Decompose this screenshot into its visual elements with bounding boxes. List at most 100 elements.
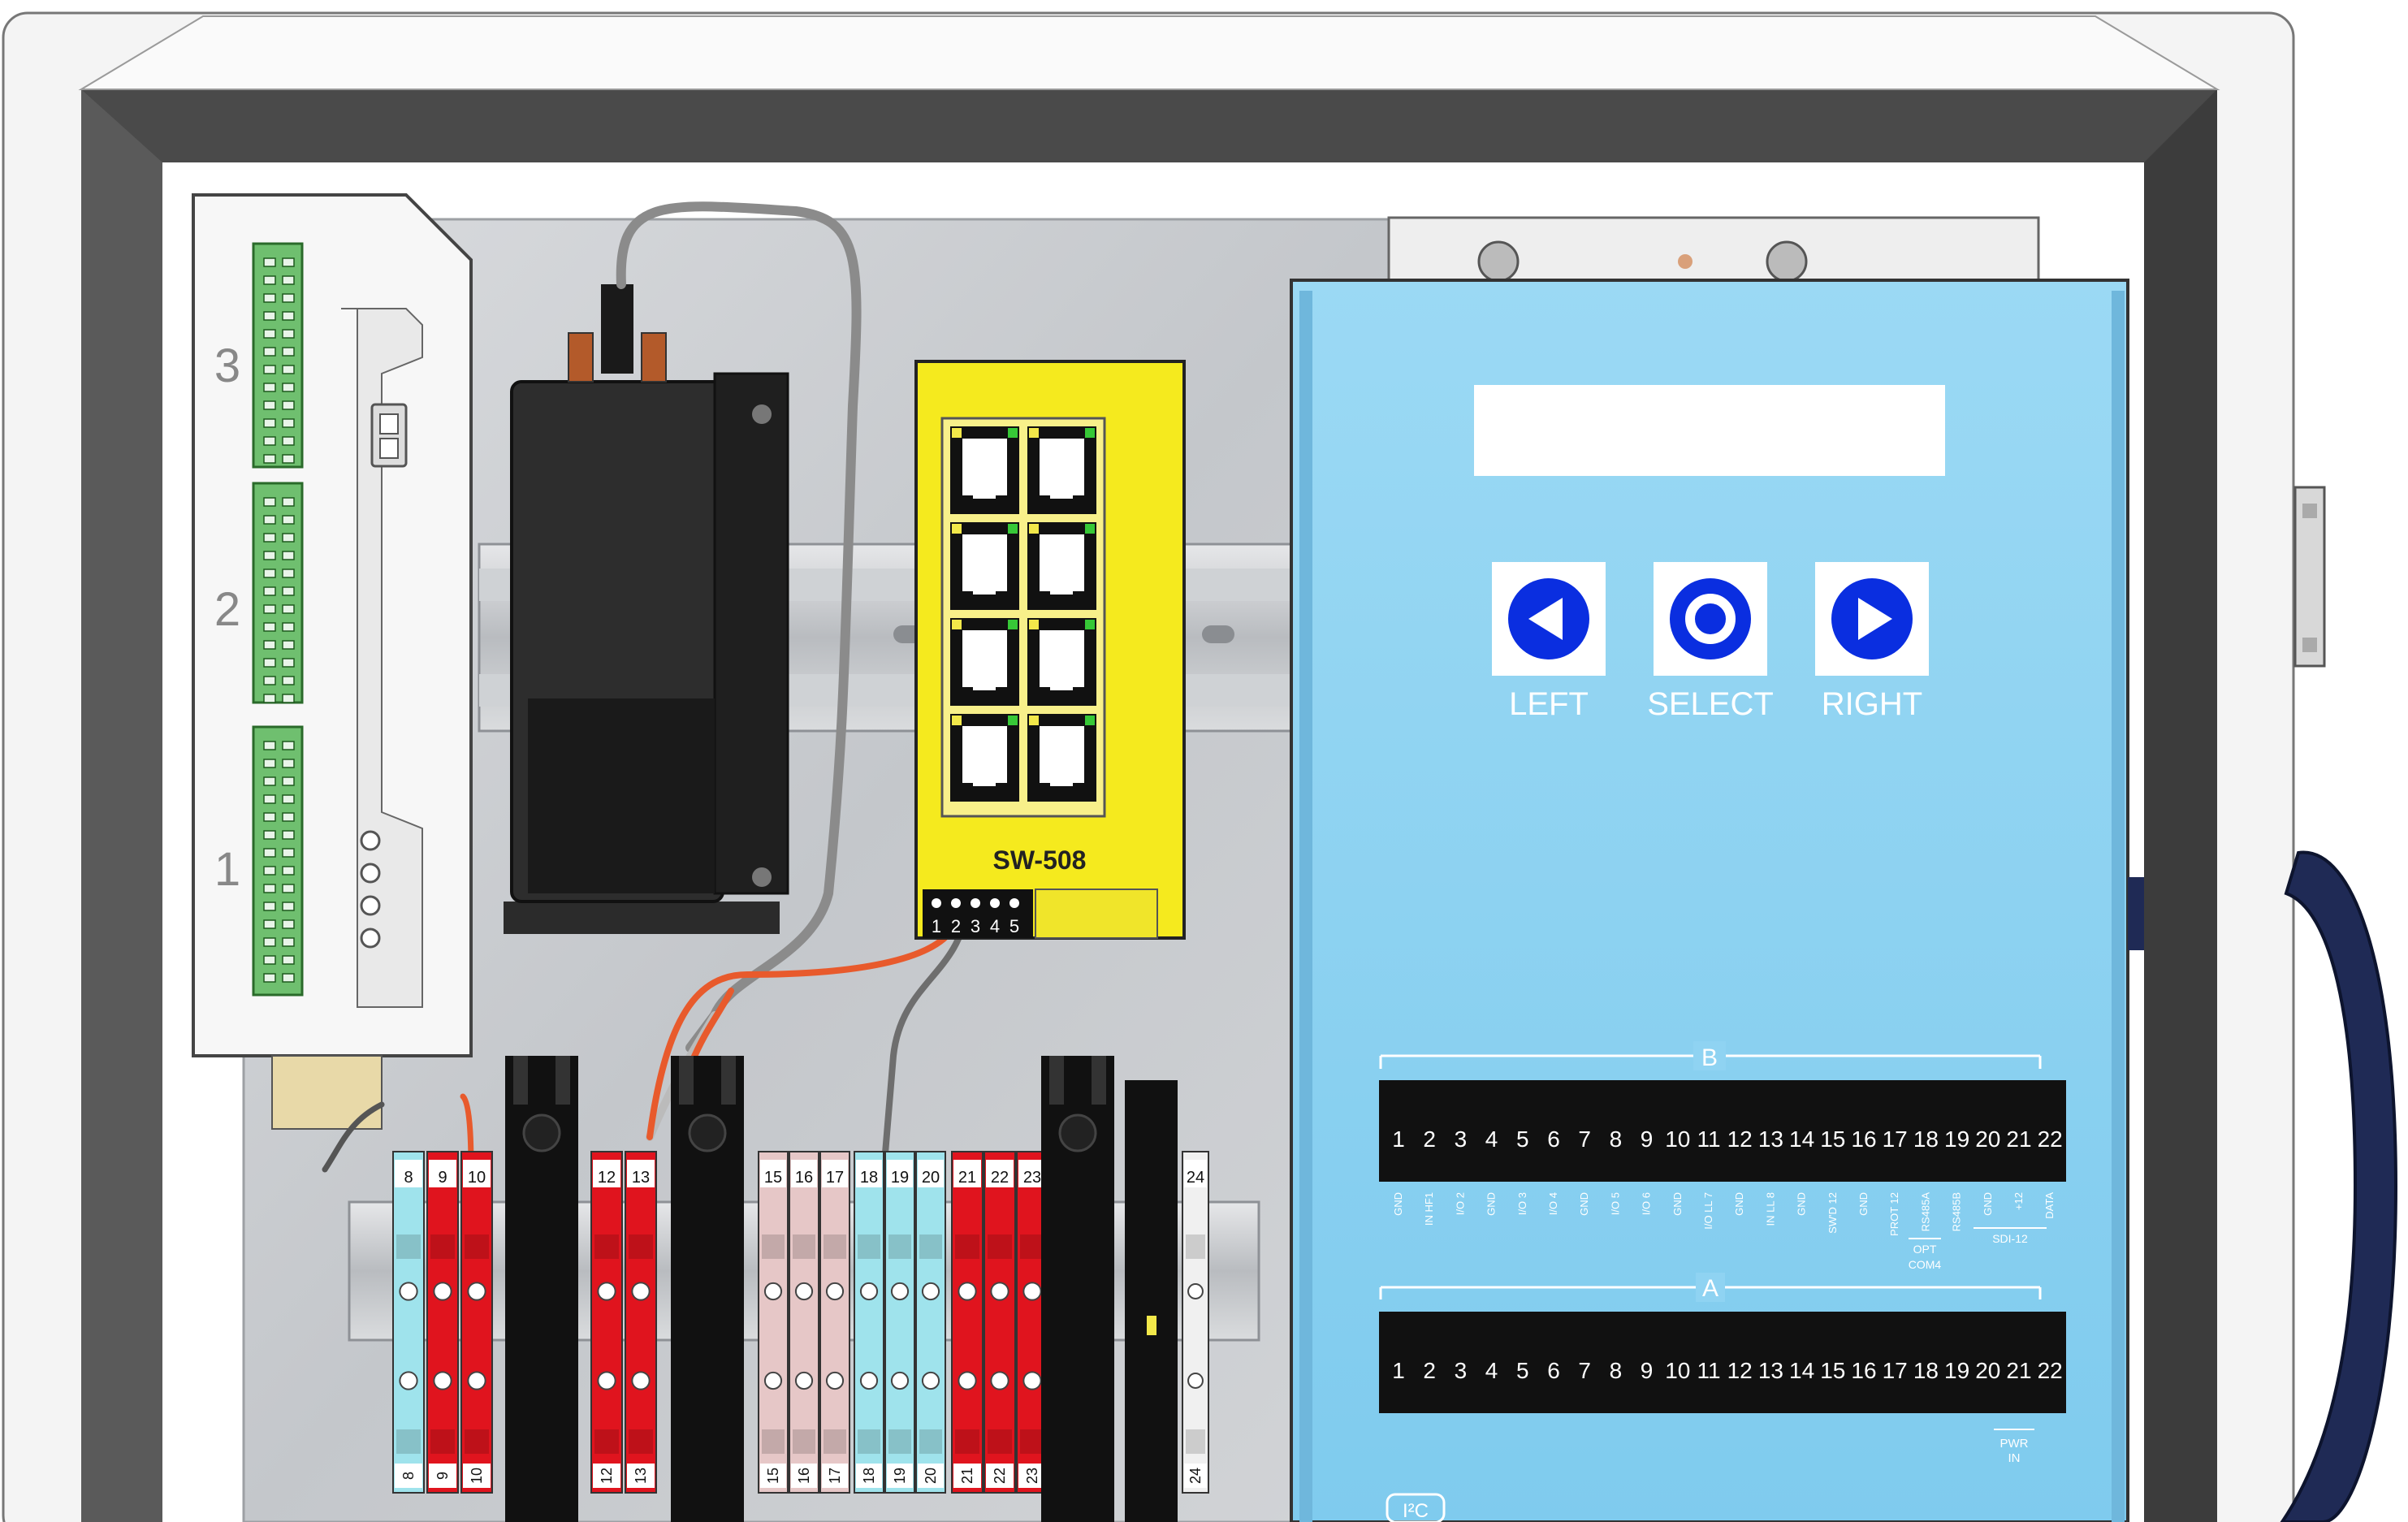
terminal-slot (263, 794, 276, 804)
terminal-slot (282, 741, 295, 750)
pin-label: I/O LL 7 (1702, 1192, 1714, 1230)
pin-number: 10 (1665, 1126, 1690, 1152)
pin-label: I/O 4 (1547, 1192, 1559, 1215)
terminal-slot (263, 866, 276, 876)
terminal-slot (282, 329, 295, 339)
dip-switch[interactable] (951, 898, 961, 908)
rj45-port[interactable] (950, 426, 1019, 514)
rj45-port[interactable] (950, 714, 1019, 802)
left-button[interactable] (1492, 562, 1606, 676)
terminal-number: 9 (434, 1472, 451, 1480)
rj45-port[interactable] (950, 618, 1019, 706)
terminal-slot (263, 311, 276, 321)
port-led (1029, 620, 1039, 629)
dip-switch[interactable] (932, 898, 941, 908)
rj45-ports (950, 426, 1096, 802)
dip-switch[interactable] (971, 898, 980, 908)
pin-label: I/O 2 (1454, 1192, 1466, 1215)
terminal-slot (282, 676, 295, 685)
terminal-number: 20 (923, 1468, 939, 1484)
dip-switch[interactable] (1009, 898, 1019, 908)
pin-number: 4 (1485, 1126, 1498, 1152)
pin-number: 4 (1485, 1358, 1498, 1383)
terminal-number: 13 (632, 1169, 650, 1187)
terminal-slot (263, 741, 276, 750)
terminal-slot (282, 515, 295, 525)
switch-model-label: SW-508 (993, 845, 1087, 875)
terminal-slot (263, 604, 276, 614)
pin-number: 22 (2038, 1358, 2063, 1383)
pin-number: 5 (1516, 1358, 1529, 1383)
dip-switch-block[interactable] (923, 889, 1033, 938)
pin-label: PROT 12 (1888, 1192, 1900, 1236)
rj45-port[interactable] (1027, 426, 1096, 514)
dip-switch-label: 3 (971, 916, 980, 936)
right-button[interactable] (1815, 562, 1929, 676)
pin-number: 21 (2006, 1126, 2031, 1152)
fuse-holder[interactable] (1125, 1080, 1178, 1522)
dip-switch[interactable] (990, 898, 1000, 908)
pin-number: 8 (1610, 1358, 1623, 1383)
module-number-2: 2 (214, 583, 240, 636)
rj45-port[interactable] (1027, 522, 1096, 610)
terminal-slot (282, 848, 295, 858)
terminal-number: 17 (826, 1169, 844, 1187)
pin-number: 19 (1944, 1126, 1969, 1152)
terminal-slot (263, 329, 276, 339)
rj45-port[interactable] (1027, 714, 1096, 802)
terminal-slot (282, 919, 295, 929)
rj45-port[interactable] (950, 522, 1019, 610)
module-number-3: 3 (214, 339, 240, 392)
terminal-block[interactable]: 99 (426, 1151, 459, 1494)
terminal-slot (263, 454, 276, 464)
port-led (1085, 620, 1095, 629)
terminal-number: 18 (860, 1169, 878, 1187)
pin-label: RS485B (1951, 1192, 1963, 1231)
left-button-label: LEFT (1509, 686, 1589, 722)
right-arrow-icon (1858, 598, 1892, 640)
terminal-slot (282, 257, 295, 267)
terminal-slot (282, 365, 295, 374)
terminal-slot (263, 884, 276, 893)
usb-port[interactable] (370, 403, 408, 468)
select-button[interactable] (1654, 562, 1767, 676)
terminal-slot (263, 551, 276, 560)
pin-number: 16 (1851, 1126, 1876, 1152)
terminal-slot (282, 383, 295, 392)
header-a-connector[interactable] (1379, 1312, 2066, 1413)
terminal-number: 15 (764, 1169, 782, 1187)
terminal-block[interactable]: 88 (392, 1151, 425, 1494)
terminal-slot (282, 497, 295, 507)
pin-number: 6 (1547, 1358, 1560, 1383)
terminal-number: 8 (400, 1472, 417, 1480)
i2c-label: I²C (1403, 1500, 1429, 1522)
terminal-number: 12 (598, 1169, 616, 1187)
terminal-slot (282, 902, 295, 911)
pin-label: GND (1982, 1192, 1994, 1216)
terminal-slot (263, 365, 276, 374)
terminal-slot (282, 569, 295, 578)
pin-label: DATA (2043, 1192, 2056, 1219)
terminal-slot (282, 830, 295, 840)
module-number-1: 1 (214, 843, 240, 896)
port-led (1008, 524, 1018, 534)
header-b-connector[interactable] (1379, 1080, 2066, 1182)
rj45-port[interactable] (1027, 618, 1096, 706)
terminal-number: 22 (992, 1468, 1008, 1484)
terminal-slot (282, 293, 295, 303)
terminal-slot (263, 418, 276, 428)
